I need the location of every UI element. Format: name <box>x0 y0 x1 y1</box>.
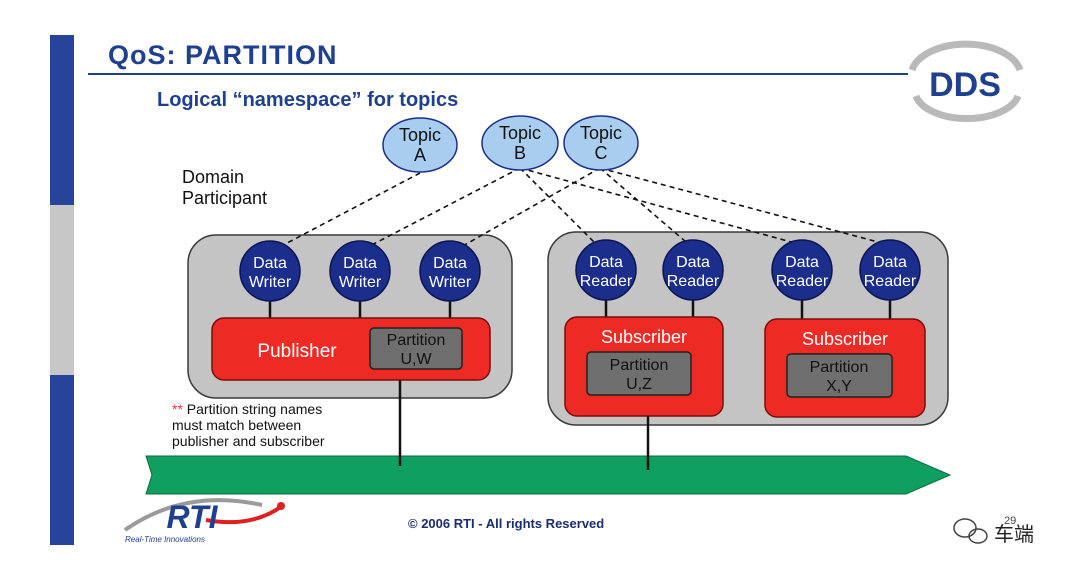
wechat-icon <box>953 518 988 544</box>
domain-participant-line1: Domain <box>182 167 245 187</box>
page-number: 29 <box>1004 515 1017 527</box>
topic-b-label-2: B <box>514 143 526 163</box>
data-reader-1-label-2: Reader <box>580 273 633 290</box>
data-writer-1: Data Writer <box>239 240 301 302</box>
data-reader-3-label-2: Reader <box>776 273 829 290</box>
topic-b-label-1: Topic <box>499 123 541 143</box>
subscriber-2-partition-title: Partition <box>810 359 869 376</box>
topic-a-label-2: A <box>414 145 426 165</box>
data-reader-2: Data Reader <box>662 239 724 301</box>
data-reader-3: Data Reader <box>771 239 833 301</box>
subscriber-1-partition-values: U,Z <box>626 376 652 393</box>
dds-logo-text: DDS <box>929 66 1001 104</box>
topic-a-label-1: Topic <box>399 125 441 145</box>
domain-participant-line2: Participant <box>182 188 268 208</box>
data-writer-2-label-1: Data <box>343 255 377 272</box>
note-line-3: publisher and subscriber <box>172 433 325 449</box>
watermark-label: 车端 <box>994 524 1034 546</box>
topic-c-label-1: Topic <box>580 123 622 143</box>
note-line-1: Partition string names <box>186 401 323 417</box>
sidebar-stripe-middle <box>50 205 74 375</box>
publisher-partition-title: Partition <box>387 332 446 349</box>
topic-c: Topic C <box>563 115 639 171</box>
data-writer-3: Data Writer <box>419 240 481 302</box>
subscriber-box-2: Subscriber Partition X,Y <box>764 318 926 418</box>
subscriber-1-label: Subscriber <box>601 327 687 347</box>
subscriber-1-partition-title: Partition <box>610 357 669 374</box>
rti-tagline: Real-Time Innovations <box>125 535 205 544</box>
data-reader-2-label-1: Data <box>676 254 710 271</box>
note-line-2: must match between <box>172 417 302 433</box>
publisher-box: Publisher Partition U,W <box>211 317 491 381</box>
data-reader-3-label-1: Data <box>785 254 819 271</box>
data-writer-2-label-2: Writer <box>339 274 382 291</box>
data-reader-1-label-1: Data <box>589 254 623 271</box>
title-underline <box>88 73 908 75</box>
subscriber-2-partition-box <box>786 353 893 398</box>
copyright-text: © 2006 RTI - All rights Reserved <box>408 516 605 531</box>
publisher-partition-box <box>369 327 463 370</box>
data-bus-arrow <box>145 455 952 495</box>
domain-participant-label: Domain Participant <box>182 167 267 209</box>
subscriber-1-partition-box <box>586 351 692 396</box>
slide-title: QoS: PARTITION <box>108 40 338 70</box>
data-reader-4-label-2: Reader <box>864 273 917 290</box>
slide-subtitle: Logical “namespace” for topics <box>157 89 459 111</box>
subscriber-box-1: Subscriber Partition U,Z <box>564 316 724 417</box>
topic-links <box>271 167 894 252</box>
sidebar-stripe-bottom <box>50 375 74 545</box>
dds-logo: DDS <box>908 40 1024 123</box>
data-reader-4-label-1: Data <box>873 254 907 271</box>
data-writer-1-label-1: Data <box>253 255 287 272</box>
subscriber-2-partition-values: X,Y <box>826 378 852 395</box>
rti-logo-text: RTI <box>167 499 219 535</box>
note-stars: ** <box>172 401 183 417</box>
topic-c-label-2: C <box>595 143 608 163</box>
publisher-label: Publisher <box>257 341 337 362</box>
data-writer-2: Data Writer <box>329 240 391 302</box>
data-writer-3-label-1: Data <box>433 255 467 272</box>
topic-b: Topic B <box>481 115 559 171</box>
data-reader-1: Data Reader <box>575 239 637 301</box>
sidebar-stripe-top <box>50 35 74 205</box>
rti-logo: RTI Real-Time Innovations <box>123 498 285 544</box>
data-writer-1-label-2: Writer <box>249 274 292 291</box>
partition-note: ** Partition string names must match bet… <box>172 401 325 449</box>
data-reader-4: Data Reader <box>859 239 921 301</box>
subscriber-2-label: Subscriber <box>802 329 888 349</box>
topic-a: Topic A <box>382 117 458 173</box>
data-writer-3-label-2: Writer <box>429 274 472 291</box>
data-reader-2-label-2: Reader <box>667 273 720 290</box>
publisher-partition-values: U,W <box>400 351 432 368</box>
